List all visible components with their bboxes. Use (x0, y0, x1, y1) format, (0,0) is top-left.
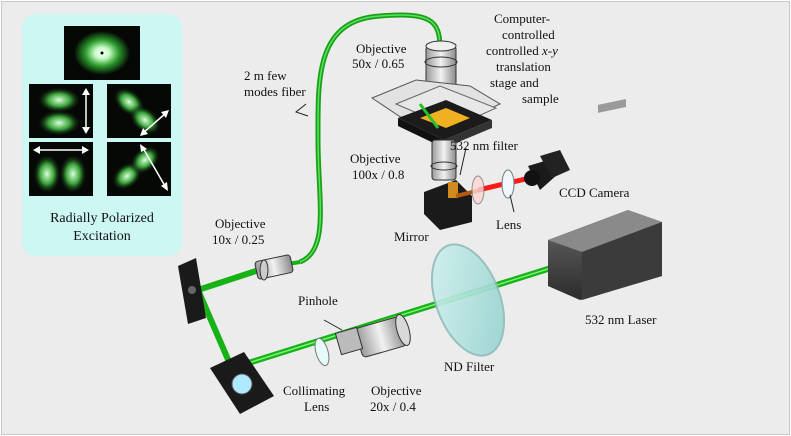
beam-mirror-to-objective (197, 265, 266, 293)
label-objective-50x-name: Objective (356, 41, 407, 56)
mode-image-diagonal-right (107, 84, 171, 138)
pinhole (314, 337, 330, 367)
objective-20x-device (334, 314, 411, 358)
excitation-mode-inset: Radially Polarized Excitation (22, 14, 182, 256)
mode-image-central (64, 26, 140, 80)
label-objective-20x-spec: 20x / 0.4 (370, 399, 416, 414)
label-filter-532: 532 nm filter (450, 138, 518, 153)
label-pinhole: Pinhole (298, 293, 338, 308)
mirror-mount-bottom (210, 352, 274, 414)
nd-filter (430, 243, 506, 357)
objective-100x-device (430, 139, 458, 181)
label-stage-line4: translation (496, 59, 551, 74)
filter-532 (471, 175, 485, 205)
mirror-block (424, 180, 472, 230)
label-objective-10x-name: Objective (215, 216, 266, 231)
label-collimating-line2: Lens (304, 399, 330, 414)
label-objective-100x-name: Objective (350, 151, 401, 166)
label-objective-50x-spec: 50x / 0.65 (352, 56, 405, 71)
ccd-camera (524, 150, 570, 190)
label-ccd-camera: CCD Camera (559, 185, 630, 200)
mode-image-vertical (29, 84, 93, 138)
label-objective-100x-spec: 100x / 0.8 (352, 167, 405, 182)
label-stage-line6: sample (522, 91, 559, 106)
mode-image-diagonal-left (107, 142, 171, 196)
objective-10x-device (254, 254, 294, 281)
label-collimating-line1: Collimating (283, 383, 346, 398)
label-stage-line3b: x-y (541, 43, 558, 58)
mirror-mount-left (178, 258, 206, 324)
label-stage-line5: stage and (490, 75, 539, 90)
label-stage-line3a: controlled (486, 43, 542, 58)
label-objective-10x-spec: 10x / 0.25 (212, 232, 265, 247)
label-mirror: Mirror (394, 229, 429, 244)
inset-caption-line1: Radially Polarized (50, 211, 154, 226)
label-nd-filter: ND Filter (444, 359, 495, 374)
ccd-lens (501, 169, 515, 199)
label-stage-line2: controlled (502, 27, 555, 42)
label-fiber-line1: 2 m few (244, 68, 287, 83)
xy-translation-stage (370, 79, 502, 148)
inset-caption-line2: Excitation (73, 229, 131, 244)
mode-image-horizontal (29, 142, 93, 196)
label-lens: Lens (496, 217, 522, 232)
label-laser: 532 nm Laser (585, 312, 657, 327)
label-fiber-line2: modes fiber (244, 84, 306, 99)
label-objective-20x-name: Objective (371, 383, 422, 398)
label-stage-line1: Computer- (494, 11, 551, 26)
laser-device (548, 98, 662, 300)
leader-lines (294, 103, 515, 331)
label-stage-line3: controlled x-y (486, 44, 558, 58)
